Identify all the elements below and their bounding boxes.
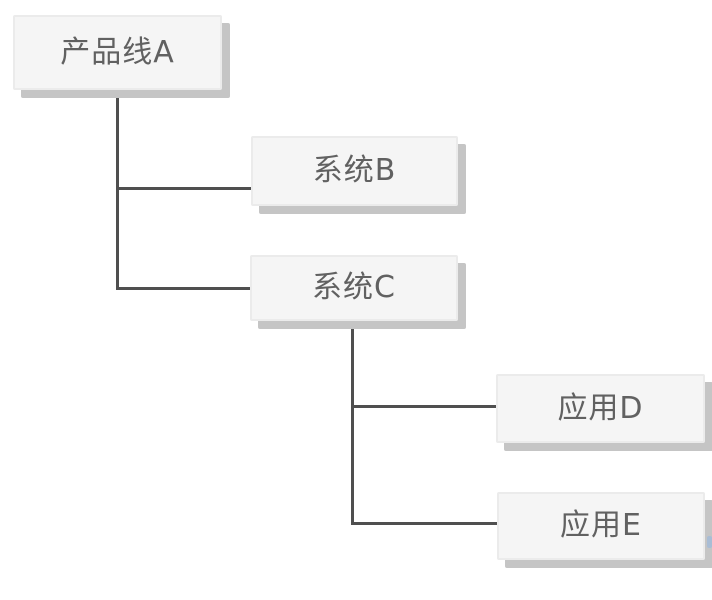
node-system-b: 系统B [251, 136, 458, 206]
connector-system-c-to-app-d [351, 405, 496, 408]
node-product-line-a: 产品线A [13, 15, 222, 90]
node-app-e-label: 应用E [560, 508, 642, 543]
connector-system-c-to-app-e [351, 522, 497, 525]
watermark-dot [707, 536, 712, 548]
node-app-d: 应用D [496, 374, 705, 443]
node-system-c: 系统C [250, 255, 458, 321]
node-system-b-label: 系统B [312, 153, 397, 188]
node-app-e: 应用E [497, 492, 705, 560]
connector-system-c-trunk [351, 318, 354, 525]
node-system-c-label: 系统C [312, 270, 396, 305]
node-product-line-a-label: 产品线A [60, 34, 175, 70]
node-app-d-label: 应用D [557, 390, 644, 426]
connector-product-line-a-to-system-c [116, 287, 250, 290]
connector-product-line-a-to-system-b [116, 187, 251, 190]
